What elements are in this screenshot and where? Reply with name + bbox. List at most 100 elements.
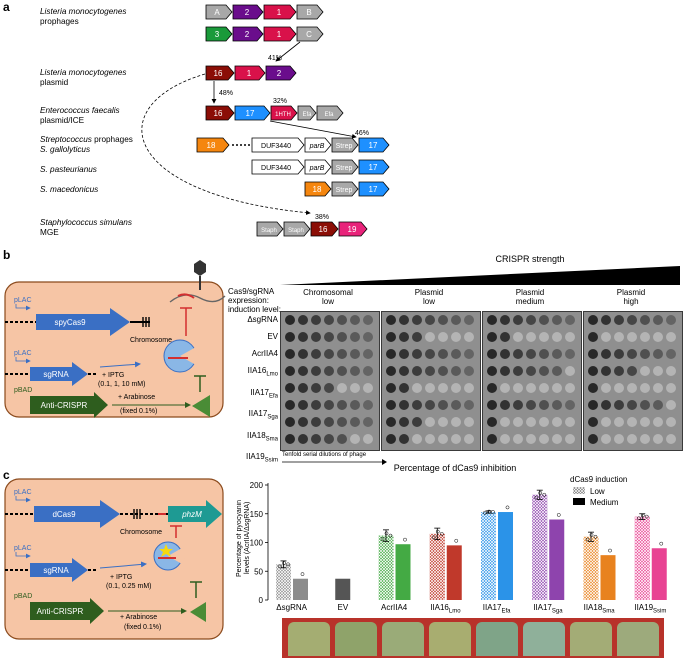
phage-spot bbox=[337, 417, 347, 427]
phage-spot bbox=[500, 366, 510, 376]
phage-spot bbox=[386, 349, 396, 359]
svg-text:DUF3440: DUF3440 bbox=[261, 165, 291, 172]
phage-spot bbox=[464, 434, 474, 444]
svg-text:(fixed 0.1%): (fixed 0.1%) bbox=[120, 408, 157, 415]
phage-spot bbox=[601, 417, 611, 427]
phage-spot bbox=[298, 417, 308, 427]
species-label-streptococcus: Streptococcus prophages bbox=[40, 135, 133, 144]
gene-strep-row5: Strep bbox=[331, 137, 359, 153]
phage-spot bbox=[438, 315, 448, 325]
phage-spot bbox=[513, 315, 523, 325]
svg-text:19: 19 bbox=[348, 225, 357, 234]
phage-spot bbox=[438, 417, 448, 427]
phage-spot bbox=[539, 383, 549, 393]
phage-spot bbox=[285, 417, 295, 427]
phage-spot bbox=[653, 349, 663, 359]
crispr-strength-wedge bbox=[280, 266, 680, 285]
induction-header: Cas9/sgRNA expression: induction level: bbox=[228, 287, 281, 314]
x-label-1: EV bbox=[337, 603, 349, 612]
phage-spot bbox=[487, 332, 497, 342]
bar-medium bbox=[651, 548, 667, 600]
phage-spot bbox=[588, 383, 598, 393]
phage-spot bbox=[399, 383, 409, 393]
phage-spot bbox=[666, 349, 676, 359]
bar-low-hatch bbox=[378, 535, 394, 600]
phage-spot bbox=[614, 417, 624, 427]
culture-tube bbox=[523, 622, 565, 656]
phage-spot bbox=[487, 417, 497, 427]
svg-text:17: 17 bbox=[369, 141, 378, 150]
replicate-point bbox=[431, 535, 436, 540]
panel-b-schematic: pLAC spyCas9 Chromosome pLAC sgRNA + IPT… bbox=[4, 260, 226, 418]
svg-text:1: 1 bbox=[277, 8, 282, 17]
phage-spot bbox=[399, 400, 409, 410]
svg-text:1: 1 bbox=[277, 30, 282, 39]
phage-spot bbox=[614, 434, 624, 444]
phage-spot bbox=[565, 383, 575, 393]
phage-spot bbox=[500, 349, 510, 359]
gene-strep-row7: Strep bbox=[331, 181, 359, 197]
phage-spot bbox=[412, 332, 422, 342]
phage-spot bbox=[627, 366, 637, 376]
svg-text:41%: 41% bbox=[268, 55, 282, 62]
svg-text:1: 1 bbox=[247, 69, 252, 78]
y-tick-label: 150 bbox=[250, 510, 264, 519]
panel-a-label: a bbox=[3, 0, 10, 14]
svg-text:pLAC: pLAC bbox=[14, 489, 32, 496]
spot-plate-2 bbox=[482, 311, 582, 451]
spot-plate-1 bbox=[381, 311, 481, 451]
phage-spot bbox=[451, 315, 461, 325]
phage-spot bbox=[500, 332, 510, 342]
y-tick-label: 0 bbox=[259, 596, 264, 605]
phage-spot bbox=[298, 332, 308, 342]
svg-text:Efa: Efa bbox=[302, 112, 312, 118]
gene-duf-row5: DUF3440 bbox=[251, 137, 305, 153]
svg-text:(fixed 0.1%): (fixed 0.1%) bbox=[124, 624, 161, 631]
phage-spot bbox=[552, 332, 562, 342]
phage-spot bbox=[386, 417, 396, 427]
phage-spot bbox=[438, 349, 448, 359]
phage-spot bbox=[311, 434, 321, 444]
phage-spot bbox=[627, 332, 637, 342]
phage-spot bbox=[412, 349, 422, 359]
phage-spot bbox=[350, 400, 360, 410]
row-label-dsgrna: ΔsgRNA bbox=[247, 315, 278, 324]
y-tick-label: 100 bbox=[250, 539, 264, 548]
svg-text:46%: 46% bbox=[355, 130, 369, 137]
y-tick-label: 200 bbox=[250, 481, 264, 490]
phage-spot bbox=[601, 349, 611, 359]
phage-spot bbox=[399, 315, 409, 325]
phage-spot bbox=[653, 332, 663, 342]
phage-spot bbox=[627, 434, 637, 444]
species-label-macedonicus: S. macedonicus bbox=[40, 185, 99, 194]
phage-spot bbox=[526, 349, 536, 359]
phage-spot bbox=[500, 315, 510, 325]
row-label-iia16: IIA16Lmo bbox=[247, 366, 278, 378]
phage-spot bbox=[666, 400, 676, 410]
gene-17-row7: 17 bbox=[358, 181, 390, 197]
gene-18-row7: 18 bbox=[304, 181, 332, 197]
gene-19: 19 bbox=[338, 221, 368, 237]
phage-spot bbox=[464, 315, 474, 325]
replicate-point bbox=[384, 531, 389, 536]
svg-text:17: 17 bbox=[369, 163, 378, 172]
svg-text:2: 2 bbox=[245, 8, 250, 17]
phage-spot bbox=[565, 417, 575, 427]
bar-medium bbox=[600, 555, 616, 600]
gene-staph-2: Staph bbox=[283, 221, 311, 237]
phage-spot bbox=[464, 400, 474, 410]
gene-efa-2: Efa bbox=[316, 105, 344, 121]
phage-spot bbox=[285, 349, 295, 359]
replicate-point bbox=[636, 516, 641, 521]
phage-spot bbox=[438, 434, 448, 444]
replicate-point bbox=[556, 513, 561, 517]
phage-spot bbox=[539, 434, 549, 444]
phage-spot bbox=[324, 417, 334, 427]
phage-spot bbox=[350, 332, 360, 342]
replicate-point bbox=[435, 529, 440, 534]
